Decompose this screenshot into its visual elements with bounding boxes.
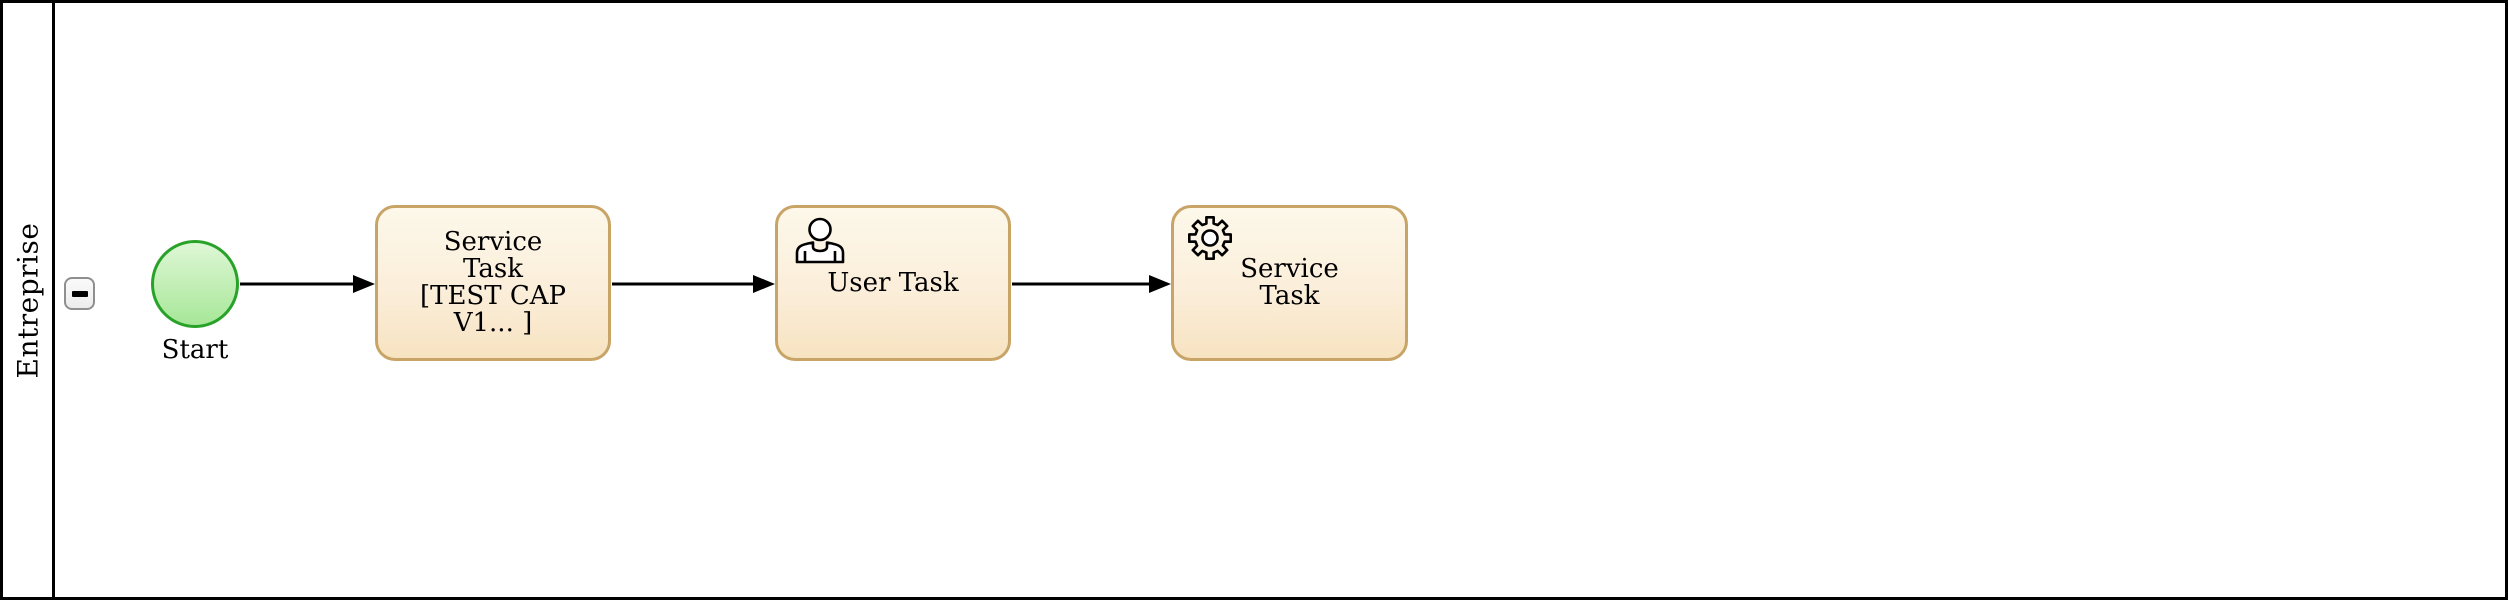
sequence-flow-1[interactable] — [240, 275, 375, 293]
gear-icon — [1188, 216, 1232, 260]
user-icon — [795, 217, 845, 264]
sequence-flow-2[interactable] — [612, 275, 775, 293]
task-label: User Task — [827, 267, 959, 298]
start-event-label: Start — [161, 335, 229, 365]
task-user[interactable]: User Task — [775, 205, 1011, 361]
task-label: Service Task [TEST CAP V1... ] — [419, 227, 567, 338]
start-event[interactable] — [151, 240, 239, 328]
task-service[interactable]: Service Task — [1171, 205, 1408, 361]
task-service-test-cap[interactable]: Service Task [TEST CAP V1... ] — [375, 205, 611, 361]
lane-collapse-button[interactable] — [64, 277, 95, 310]
minus-icon — [71, 290, 88, 297]
lane-label: Entreprise — [11, 222, 45, 378]
sequence-flow-3[interactable] — [1012, 275, 1171, 293]
task-label: Service Task — [1240, 254, 1339, 311]
lane-header-entreprise[interactable]: Entreprise — [3, 3, 55, 597]
